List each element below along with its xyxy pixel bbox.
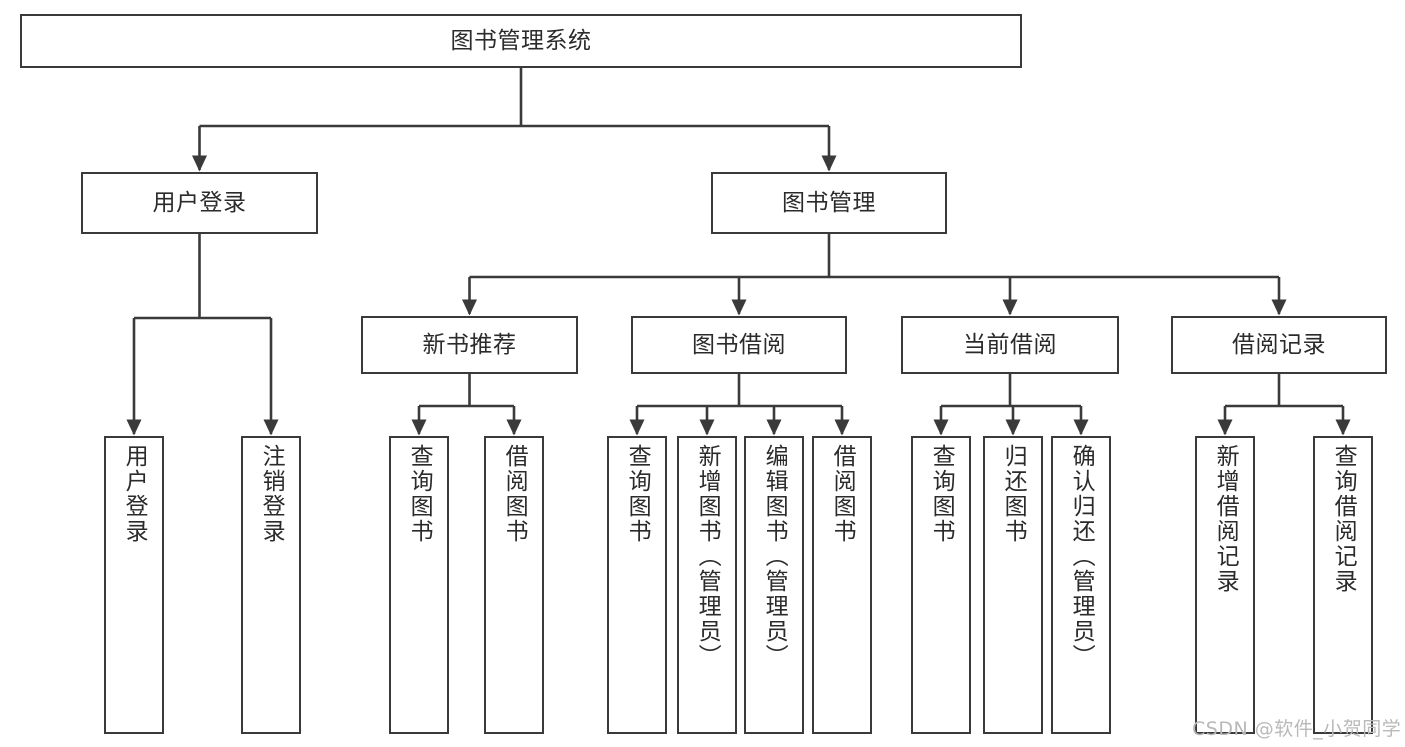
leaf-label: 查询图书 [624,444,651,544]
leaf-leaf-confirm-return-admin[interactable]: 确认归还（管理员） [1051,436,1111,734]
leaf-leaf-add-book-admin[interactable]: 新增图书（管理员） [677,436,737,734]
leaf-leaf-query-book-current[interactable]: 查询图书 [911,436,971,734]
node-label: 新书推荐 [422,331,517,358]
leaf-label: 查询图书 [928,444,955,544]
leaf-label: 确认归还（管理员） [1068,444,1095,669]
leaf-leaf-user-login[interactable]: 用户登录 [104,436,164,734]
leaf-label: 借阅图书 [829,444,856,544]
leaf-label: 用户登录 [121,444,148,544]
leaf-leaf-add-borrow-record[interactable]: 新增借阅记录 [1195,436,1255,734]
node-label: 图书借阅 [692,331,786,358]
node-label: 当前借阅 [963,331,1057,358]
watermark-text: CSDN @软件_小贺同学 [1192,718,1402,740]
node-book-borrow[interactable]: 图书借阅 [631,316,847,374]
leaf-leaf-return-book[interactable]: 归还图书 [983,436,1043,734]
node-root[interactable]: 图书管理系统 [20,14,1022,68]
leaf-leaf-query-book-rec[interactable]: 查询图书 [389,436,449,734]
node-root-label: 图书管理系统 [450,27,592,54]
leaf-leaf-borrow-book[interactable]: 借阅图书 [812,436,872,734]
node-label: 用户登录 [152,189,247,216]
leaf-label: 借阅图书 [501,444,528,544]
leaf-leaf-edit-book-admin[interactable]: 编辑图书（管理员） [744,436,804,734]
leaf-label: 归还图书 [1000,444,1027,544]
node-label: 借阅记录 [1232,331,1326,358]
leaf-label: 编辑图书（管理员） [761,444,788,669]
node-borrow-record[interactable]: 借阅记录 [1171,316,1387,374]
leaf-leaf-query-book-borrow[interactable]: 查询图书 [607,436,667,734]
leaf-label: 注销登录 [258,444,285,544]
node-current-borrow[interactable]: 当前借阅 [901,316,1119,374]
leaf-leaf-query-borrow-record[interactable]: 查询借阅记录 [1313,436,1373,734]
node-new-book-recommend[interactable]: 新书推荐 [361,316,578,374]
leaf-label: 新增借阅记录 [1212,444,1239,594]
leaf-label: 查询借阅记录 [1330,444,1357,594]
node-label: 图书管理 [782,189,876,216]
leaf-leaf-borrow-book-rec[interactable]: 借阅图书 [484,436,544,734]
leaf-leaf-logout-login[interactable]: 注销登录 [241,436,301,734]
node-user-login[interactable]: 用户登录 [81,172,318,234]
node-book-manage[interactable]: 图书管理 [711,172,947,234]
leaf-label: 新增图书（管理员） [694,444,721,669]
leaf-label: 查询图书 [406,444,433,544]
